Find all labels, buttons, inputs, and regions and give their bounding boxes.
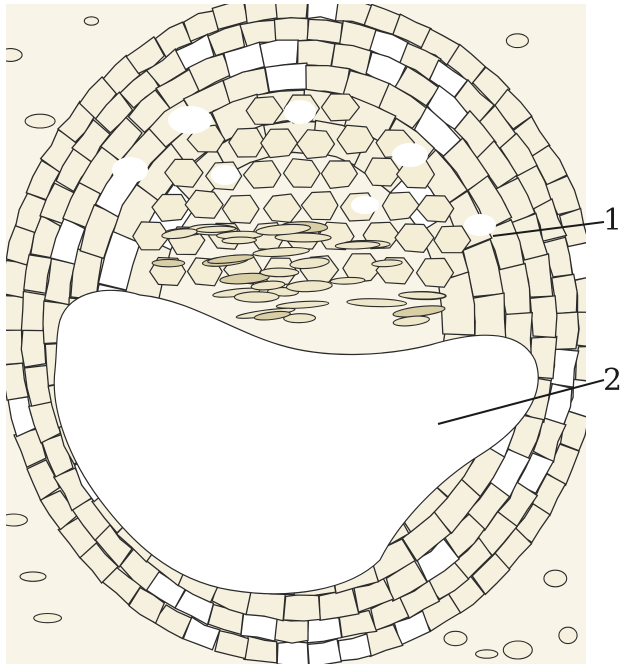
cell xyxy=(275,619,308,643)
cell xyxy=(559,627,577,643)
cell xyxy=(20,572,46,581)
cell xyxy=(0,49,22,62)
spindle-cell xyxy=(152,259,185,267)
cell xyxy=(21,328,45,367)
spindle-cell xyxy=(260,268,299,277)
cell xyxy=(275,0,308,19)
cell xyxy=(503,641,532,659)
cell xyxy=(444,631,467,645)
cell xyxy=(34,614,62,623)
cell xyxy=(0,329,23,365)
cell xyxy=(307,618,341,643)
cell xyxy=(0,514,27,526)
cell xyxy=(544,570,567,587)
cell xyxy=(476,650,498,658)
cell xyxy=(21,291,45,330)
cell xyxy=(577,312,601,348)
cell xyxy=(555,312,579,349)
cell xyxy=(284,595,321,622)
cell xyxy=(575,275,599,314)
spindle-cell xyxy=(234,292,279,303)
callout-label-2: 2 xyxy=(603,363,622,398)
cell xyxy=(0,296,23,331)
cell xyxy=(265,63,307,92)
cell xyxy=(506,34,528,48)
cell xyxy=(274,18,308,41)
cell xyxy=(25,114,55,128)
callout-label-1: 1 xyxy=(603,203,622,238)
cell xyxy=(530,296,557,338)
cell xyxy=(277,642,308,666)
cell xyxy=(84,17,98,25)
spindle-cell xyxy=(222,237,257,244)
